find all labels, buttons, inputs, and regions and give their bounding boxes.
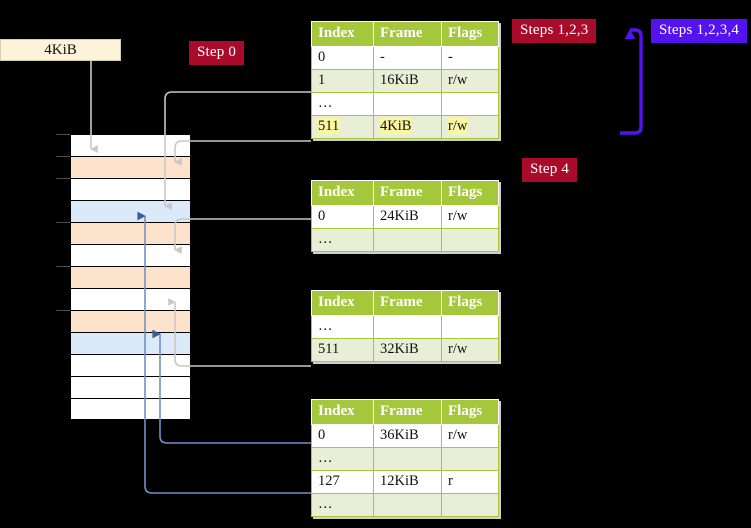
connector-pml4-4kib (174, 140, 311, 166)
cell-flags (441, 228, 499, 252)
cell-index: 1 (311, 69, 374, 93)
cell-index: … (311, 315, 374, 339)
memory-frame-row (70, 222, 191, 244)
cell-flags: r/w (441, 115, 499, 139)
connector-pdpt-24kib (174, 218, 311, 254)
table-row: … (311, 493, 499, 517)
column-header-index: Index (311, 180, 374, 206)
table-row: 0-- (311, 46, 499, 70)
cell-index: 511 (311, 338, 374, 362)
cell-frame: 4KiB (373, 115, 442, 139)
column-header-frame: Frame (373, 290, 442, 316)
badge-step-4: Step 4 (522, 158, 578, 182)
cell-flags: r/w (441, 69, 499, 93)
table-row: … (311, 228, 499, 252)
memory-frame-row (70, 288, 191, 310)
cell-frame: 16KiB (373, 69, 442, 93)
cell-flags: - (441, 46, 499, 70)
highlighted-value: r/w (448, 118, 468, 134)
column-header-frame: Frame (373, 180, 442, 206)
cell-flags: r (441, 470, 499, 494)
cell-frame (373, 92, 442, 116)
memory-frame-row (70, 376, 191, 398)
cell-flags (441, 493, 499, 517)
cell-frame: 24KiB (373, 205, 442, 229)
cell-flags (441, 315, 499, 339)
memory-frame-row (70, 244, 191, 266)
memory-frame-row (70, 200, 191, 222)
memory-frame-row (70, 332, 191, 354)
column-header-frame: Frame (373, 399, 442, 425)
cell-flags: r/w (441, 424, 499, 448)
cell-index: … (311, 92, 374, 116)
cell-frame: 36KiB (373, 424, 442, 448)
cell-index: 127 (311, 470, 374, 494)
cell-index: … (311, 493, 374, 517)
memory-frame-row (70, 354, 191, 376)
memory-frame-row (70, 266, 191, 288)
cell-index: … (311, 228, 374, 252)
memory-frame-tick (56, 134, 70, 135)
cell-frame (373, 447, 442, 471)
column-header-flags: Flags (441, 180, 499, 206)
cell-index: 511 (311, 115, 374, 139)
memory-frame-row (70, 398, 191, 420)
cell-frame (373, 493, 442, 517)
memory-frame-row (70, 156, 191, 178)
table-row: … (311, 315, 499, 339)
column-header-flags: Flags (441, 399, 499, 425)
cell-frame: 32KiB (373, 338, 442, 362)
column-header-flags: Flags (441, 21, 499, 47)
column-header-index: Index (311, 399, 374, 425)
badge-step-0: Step 0 (189, 41, 245, 65)
column-header-index: Index (311, 290, 374, 316)
physical-memory-grid (56, 134, 191, 420)
cell-index: 0 (311, 424, 374, 448)
highlighted-value: 4KiB (380, 118, 412, 134)
cell-index: … (311, 447, 374, 471)
memory-size-label: 4KiB (0, 39, 121, 61)
memory-frame-row (70, 134, 191, 156)
cell-frame (373, 315, 442, 339)
memory-size-text: 4KiB (44, 41, 77, 58)
cell-flags: r/w (441, 205, 499, 229)
badge-steps-123: Steps 1,2,3 (512, 19, 597, 43)
cell-flags (441, 447, 499, 471)
connector-steps-bracket (620, 28, 643, 135)
memory-frame-row (70, 178, 191, 200)
column-header-flags: Flags (441, 290, 499, 316)
cell-index: 0 (311, 205, 374, 229)
badge-steps-1234: Steps 1,2,3,4 (651, 19, 748, 43)
connector-pd-32kib (168, 298, 311, 367)
cell-frame (373, 228, 442, 252)
memory-frame-row (70, 310, 191, 332)
cell-index: 0 (311, 46, 374, 70)
cell-flags (441, 92, 499, 116)
cell-frame: - (373, 46, 442, 70)
highlighted-value: 511 (318, 118, 340, 134)
table-row: 511 4KiB r/w (311, 115, 499, 139)
column-header-frame: Frame (373, 21, 442, 47)
table-row: … (311, 447, 499, 471)
table-row: … (311, 92, 499, 116)
memory-frame-tick (56, 156, 70, 157)
cell-flags: r/w (441, 338, 499, 362)
memory-frame-tick (56, 178, 70, 179)
memory-frame-tick (56, 222, 70, 223)
memory-frame-tick (56, 266, 70, 267)
column-header-index: Index (311, 21, 374, 47)
cell-frame: 12KiB (373, 470, 442, 494)
memory-frame-tick (56, 310, 70, 311)
